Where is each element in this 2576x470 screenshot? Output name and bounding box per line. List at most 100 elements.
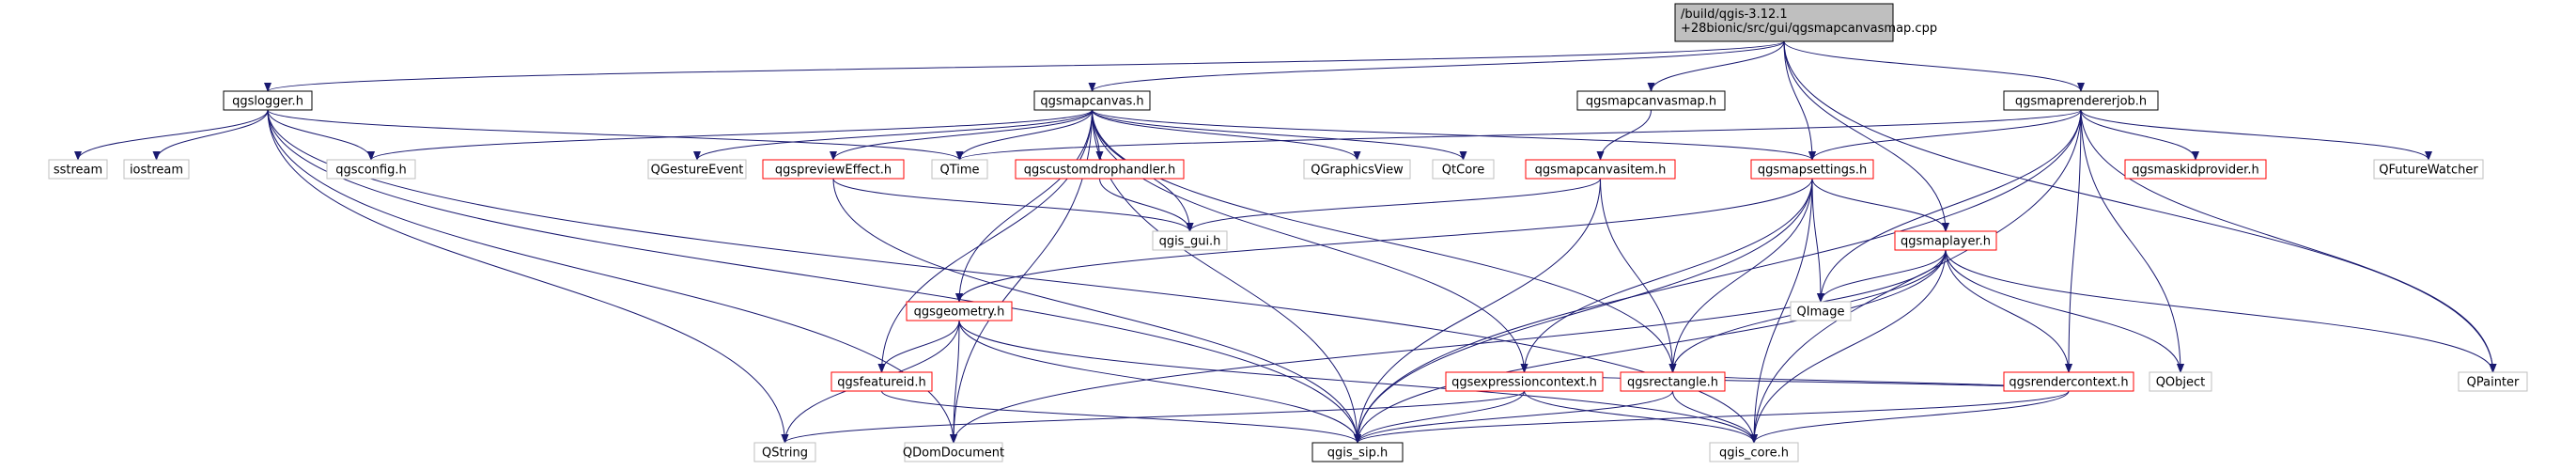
node-box — [1790, 301, 1852, 321]
edge-qgsmapcanvas-to-QTime — [955, 109, 1093, 161]
node-qgis_sip[interactable]: qgis_sip.h — [1311, 442, 1404, 462]
node-label: QDomDocument — [903, 446, 1004, 461]
node-QObject[interactable]: QObject — [2149, 371, 2212, 392]
node-QTime[interactable]: QTime — [931, 159, 988, 180]
node-box — [1432, 159, 1495, 180]
edge-root-to-qgsmaprendererjob — [1783, 40, 2085, 92]
edge-qgsmapsettings-to-qgis_core — [1750, 178, 1813, 444]
node-QDomDocument[interactable]: QDomDocument — [903, 442, 1004, 462]
edge-qgsmapcanvasmap-to-qgsmapcanvasitem — [1596, 109, 1652, 161]
node-QGestureEvent[interactable]: QGestureEvent — [647, 159, 747, 180]
node-label: qgis_gui.h — [1159, 235, 1221, 249]
node-QImage[interactable]: QImage — [1790, 301, 1852, 321]
node-label: qgsfeatureid.h — [837, 376, 925, 390]
node-label: qgsgeometry.h — [914, 306, 1005, 320]
node-box — [2458, 371, 2528, 392]
node-qgsmapcanvasmap[interactable]: qgsmapcanvasmap.h — [1576, 90, 1726, 111]
node-box — [1303, 159, 1411, 180]
node-qgsmapsettings[interactable]: qgsmapsettings.h — [1750, 159, 1874, 180]
node-label: /build/qgis-3.12.1+28bionic/src/gui/qgsm… — [1681, 8, 1937, 36]
edge-qgsmaprendererjob-to-QTime — [955, 109, 2082, 161]
node-qgscustomdrophandler[interactable]: qgscustomdrophandler.h — [1015, 159, 1185, 180]
edge-qgsmaprendererjob-to-QImage — [1817, 109, 2082, 303]
node-label: QImage — [1797, 306, 1845, 320]
node-qgslogger[interactable]: qgslogger.h — [223, 90, 313, 111]
node-label: QGraphicsView — [1311, 164, 1404, 178]
node-QPainter[interactable]: QPainter — [2458, 371, 2528, 392]
node-qgsgeometry[interactable]: qgsgeometry.h — [906, 301, 1013, 321]
node-qgsconfig[interactable]: qgsconfig.h — [326, 159, 416, 180]
node-box — [1576, 90, 1726, 111]
node-label: qgslogger.h — [232, 95, 303, 109]
edge-qgspreviewEffect-to-qgis_sip — [832, 178, 1361, 444]
node-box — [1525, 159, 1676, 180]
edge-qgsmaplayer-to-qgsrendercontext — [1945, 249, 2072, 373]
edge-qgsgeometry-to-qgsfeatureid — [877, 320, 960, 373]
node-box — [1445, 371, 1604, 392]
node-box — [906, 301, 1013, 321]
node-label: QtCore — [1442, 164, 1484, 178]
edge-qgsrendercontext-to-qgsexpressioncontext — [1521, 371, 2070, 392]
edge-qgsexpressioncontext-to-QString — [781, 390, 1525, 444]
node-sstream[interactable]: sstream — [48, 159, 108, 180]
node-qgsfeatureid[interactable]: qgsfeatureid.h — [830, 371, 933, 392]
node-label: qgsexpressioncontext.h — [1451, 376, 1597, 390]
edge-qgsmaplayer-to-QPainter — [1945, 249, 2497, 373]
node-label: qgis_sip.h — [1327, 446, 1388, 461]
node-qgsexpressioncontext[interactable]: qgsexpressioncontext.h — [1445, 371, 1604, 392]
edge-qgsgeometry-to-qgis_core — [958, 320, 1758, 444]
node-label: qgspreviewEffect.h — [775, 164, 892, 178]
edge-qgslogger-to-sstream — [74, 109, 269, 161]
edge-qgsmapcanvas-to-QtCore — [1092, 109, 1467, 161]
node-root[interactable]: /build/qgis-3.12.1+28bionic/src/gui/qgsm… — [1674, 3, 1937, 42]
node-qgsmapcanvasitem[interactable]: qgsmapcanvasitem.h — [1525, 159, 1676, 180]
node-label: qgsmapcanvasitem.h — [1535, 164, 1667, 178]
node-QtCore[interactable]: QtCore — [1432, 159, 1495, 180]
node-QGraphicsView[interactable]: QGraphicsView — [1303, 159, 1411, 180]
node-box — [1709, 442, 1799, 462]
node-label: QObject — [2156, 376, 2206, 390]
node-label: iostream — [130, 164, 183, 178]
edge-qgsmapcanvasitem-to-qgis_gui — [1186, 178, 1601, 232]
edge-qgspreviewEffect-to-qgis_gui — [832, 178, 1194, 232]
node-box — [223, 90, 313, 111]
node-qgsmaplayer[interactable]: qgsmaplayer.h — [1894, 230, 1997, 251]
node-qgsrendercontext[interactable]: qgsrendercontext.h — [2003, 371, 2134, 392]
edge-qgsmapcanvas-to-qgsexpressioncontext — [1092, 109, 1529, 373]
edge-qgsmapsettings-to-qgsgeometry — [955, 178, 1813, 303]
node-box — [830, 371, 933, 392]
node-label: QGestureEvent — [651, 164, 744, 178]
edge-qgsmaprendererjob-to-QObject — [2080, 109, 2184, 373]
edge-qgsmaplayer-to-qgis_core — [1750, 249, 1947, 444]
edges-layer — [74, 40, 2497, 444]
node-qgis_gui[interactable]: qgis_gui.h — [1152, 230, 1228, 251]
edge-qgsmapcanvas-to-qgsconfig — [367, 109, 1093, 161]
edge-qgsexpressioncontext-to-qgis_core — [1524, 390, 1758, 444]
node-box — [904, 442, 1003, 462]
node-iostream[interactable]: iostream — [123, 159, 190, 180]
node-qgsmaskidprovider[interactable]: qgsmaskidprovider.h — [2124, 159, 2267, 180]
edge-root-to-qgsmapsettings — [1783, 40, 1816, 161]
node-qgis_core[interactable]: qgis_core.h — [1709, 442, 1799, 462]
node-qgsmaprendererjob[interactable]: qgsmaprendererjob.h — [2003, 90, 2159, 111]
edge-qgslogger-to-qgsconfig — [267, 109, 375, 161]
edge-qgsmapcanvasitem-to-qgsrectangle — [1600, 178, 1677, 373]
node-QFutureWatcher[interactable]: QFutureWatcher — [2373, 159, 2484, 180]
edge-qgsmaplayer-to-qgis_sip — [1354, 249, 1947, 444]
edge-qgslogger-to-QTime — [267, 109, 964, 161]
node-qgsrectangle[interactable]: qgsrectangle.h — [1620, 371, 1726, 392]
node-QString[interactable]: QString — [753, 442, 816, 462]
node-box — [2373, 159, 2484, 180]
node-label: sstream — [54, 164, 102, 178]
node-label: qgsmaplayer.h — [1901, 235, 1991, 249]
node-box — [753, 442, 816, 462]
node-qgsmapcanvas[interactable]: qgsmapcanvas.h — [1033, 90, 1151, 111]
node-box — [1311, 442, 1404, 462]
node-label: qgis_core.h — [1719, 446, 1789, 461]
node-label: qgsmapcanvas.h — [1040, 95, 1143, 109]
edge-root-to-qgsmaplayer — [1783, 40, 1949, 232]
edge-qgsexpressioncontext-to-qgis_sip — [1354, 390, 1525, 444]
edge-root-to-QPainter — [1783, 40, 2497, 373]
node-qgspreviewEffect[interactable]: qgspreviewEffect.h — [762, 159, 905, 180]
